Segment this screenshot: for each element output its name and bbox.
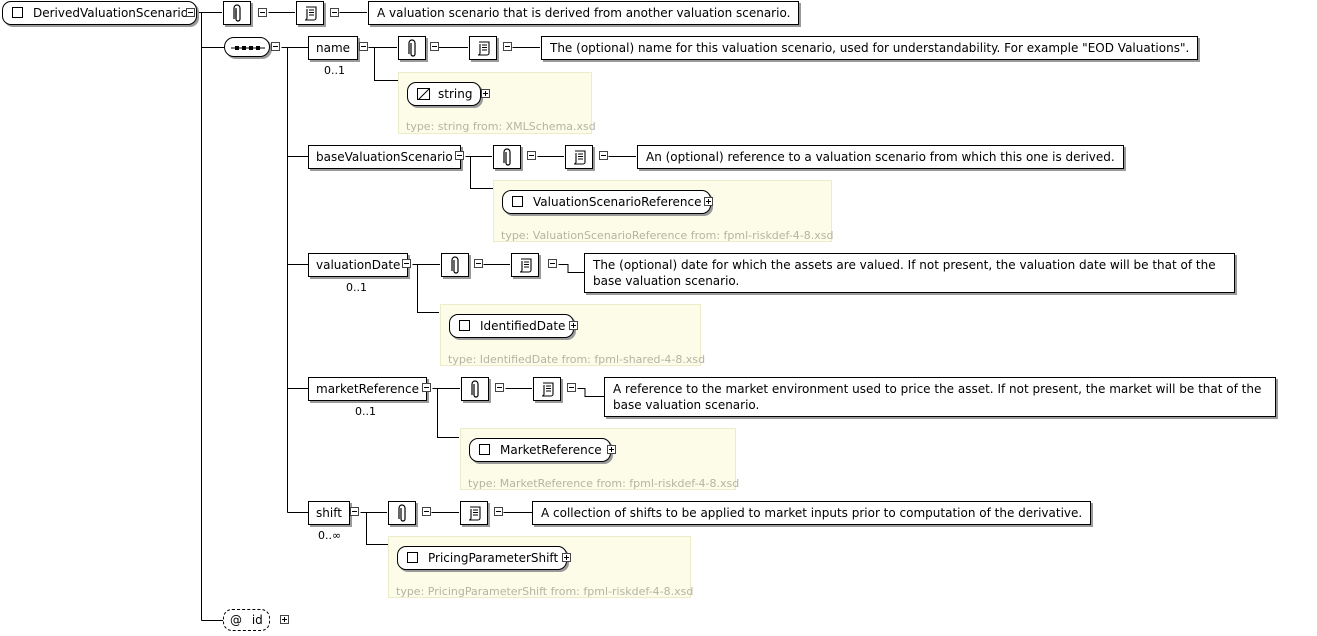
type-name: MarketReference	[500, 443, 602, 457]
type-box: ValuationScenarioReference type: Valuati…	[493, 180, 834, 242]
collapse-toggle[interactable]	[422, 507, 431, 516]
element-label: baseValuationScenario	[316, 150, 453, 164]
element-label: marketReference	[316, 382, 420, 396]
scroll-icon[interactable]	[511, 253, 539, 277]
element-base-valuation-scenario[interactable]: baseValuationScenario	[308, 145, 461, 169]
expand-toggle[interactable]	[607, 445, 616, 454]
paperclip-icon[interactable]	[461, 377, 489, 401]
collapse-toggle[interactable]	[548, 259, 557, 268]
type-reference-string[interactable]: string	[407, 82, 482, 106]
type-info: type: IdentifiedDate from: fpml-shared-4…	[448, 353, 706, 366]
type-info: type: PricingParameterShift from: fpml-r…	[396, 585, 694, 598]
expand-toggle[interactable]	[562, 553, 571, 562]
type-name: string	[438, 87, 473, 101]
collapse-toggle[interactable]	[503, 42, 512, 51]
complex-type-icon	[479, 444, 490, 455]
scroll-icon[interactable]	[469, 36, 497, 60]
root-element-derived-valuation-scenario[interactable]: DerivedValuationScenario	[2, 1, 198, 25]
element-label: shift	[316, 506, 342, 520]
root-annotation: A valuation scenario that is derived fro…	[368, 1, 800, 25]
element-annotation: The (optional) name for this valuation s…	[541, 36, 1199, 60]
scroll-icon[interactable]	[565, 145, 593, 169]
type-info: type: ValuationScenarioReference from: f…	[501, 229, 834, 242]
paperclip-icon[interactable]	[441, 253, 469, 277]
type-reference-market-reference[interactable]: MarketReference	[469, 438, 611, 462]
collapse-toggle[interactable]	[330, 8, 339, 17]
element-annotation: A collection of shifts to be applied to …	[532, 501, 1092, 525]
type-box: MarketReference type: MarketReference fr…	[460, 428, 740, 490]
type-name: ValuationScenarioReference	[533, 195, 702, 209]
scroll-icon[interactable]	[460, 501, 488, 525]
collapse-toggle[interactable]	[494, 507, 503, 516]
scroll-icon[interactable]	[296, 1, 324, 25]
sequence-compositor-icon	[231, 46, 265, 50]
type-box: PricingParameterShift type: PricingParam…	[388, 536, 694, 598]
complex-type-icon	[512, 196, 523, 207]
type-reference-valuation-scenario-reference[interactable]: ValuationScenarioReference	[502, 190, 711, 214]
cardinality-label: 0..∞	[318, 529, 342, 542]
cardinality-label: 0..1	[355, 405, 376, 418]
paperclip-icon[interactable]	[398, 36, 426, 60]
expand-toggle[interactable]	[481, 89, 490, 98]
attribute-id[interactable]: @ id	[223, 609, 270, 631]
collapse-toggle[interactable]	[271, 42, 280, 51]
paperclip-icon[interactable]	[493, 145, 521, 169]
element-name[interactable]: name	[308, 36, 359, 60]
cardinality-label: 0..1	[324, 64, 345, 77]
collapse-toggle[interactable]	[474, 259, 483, 268]
cardinality-label: 0..1	[346, 281, 367, 294]
type-reference-identified-date[interactable]: IdentifiedDate	[449, 314, 575, 338]
element-valuation-date[interactable]: valuationDate	[308, 253, 409, 277]
collapse-toggle[interactable]	[186, 8, 195, 17]
type-info: type: string from: XMLSchema.xsd	[406, 120, 596, 133]
attribute-at-icon: @	[230, 613, 242, 627]
paperclip-icon[interactable]	[223, 1, 251, 25]
root-element-label: DerivedValuationScenario	[33, 6, 189, 20]
element-shift[interactable]: shift	[308, 501, 350, 525]
type-info: type: MarketReference from: fpml-riskdef…	[468, 477, 740, 490]
scroll-icon[interactable]	[533, 377, 561, 401]
simple-type-icon	[417, 88, 430, 100]
paperclip-icon[interactable]	[388, 501, 416, 525]
collapse-toggle[interactable]	[422, 383, 431, 392]
type-box: string type: string from: XMLSchema.xsd	[398, 72, 596, 134]
attribute-label: id	[251, 613, 263, 627]
complex-type-icon	[12, 7, 23, 18]
collapse-toggle[interactable]	[495, 383, 504, 392]
element-label: valuationDate	[316, 258, 401, 272]
type-name: PricingParameterShift	[428, 551, 559, 565]
element-annotation: An (optional) reference to a valuation s…	[637, 145, 1124, 169]
complex-type-icon	[459, 320, 470, 331]
sequence-compositor[interactable]	[224, 37, 270, 57]
expand-toggle[interactable]	[280, 615, 289, 624]
collapse-toggle[interactable]	[599, 151, 608, 160]
collapse-toggle[interactable]	[455, 151, 464, 160]
type-name: IdentifiedDate	[480, 319, 566, 333]
collapse-toggle[interactable]	[527, 151, 536, 160]
type-box: IdentifiedDate type: IdentifiedDate from…	[440, 304, 705, 366]
collapse-toggle[interactable]	[359, 42, 368, 51]
collapse-toggle[interactable]	[567, 383, 576, 392]
expand-toggle[interactable]	[704, 197, 713, 206]
complex-type-icon	[407, 552, 418, 563]
collapse-toggle[interactable]	[402, 259, 411, 268]
collapse-toggle[interactable]	[258, 8, 267, 17]
element-label: name	[316, 41, 351, 55]
element-market-reference[interactable]: marketReference	[308, 377, 428, 401]
type-reference-pricing-parameter-shift[interactable]: PricingParameterShift	[397, 546, 568, 570]
collapse-toggle[interactable]	[430, 42, 439, 51]
collapse-toggle[interactable]	[350, 507, 359, 516]
element-annotation: A reference to the market environment us…	[604, 377, 1276, 417]
element-annotation: The (optional) date for which the assets…	[584, 253, 1235, 293]
expand-toggle[interactable]	[569, 321, 578, 330]
